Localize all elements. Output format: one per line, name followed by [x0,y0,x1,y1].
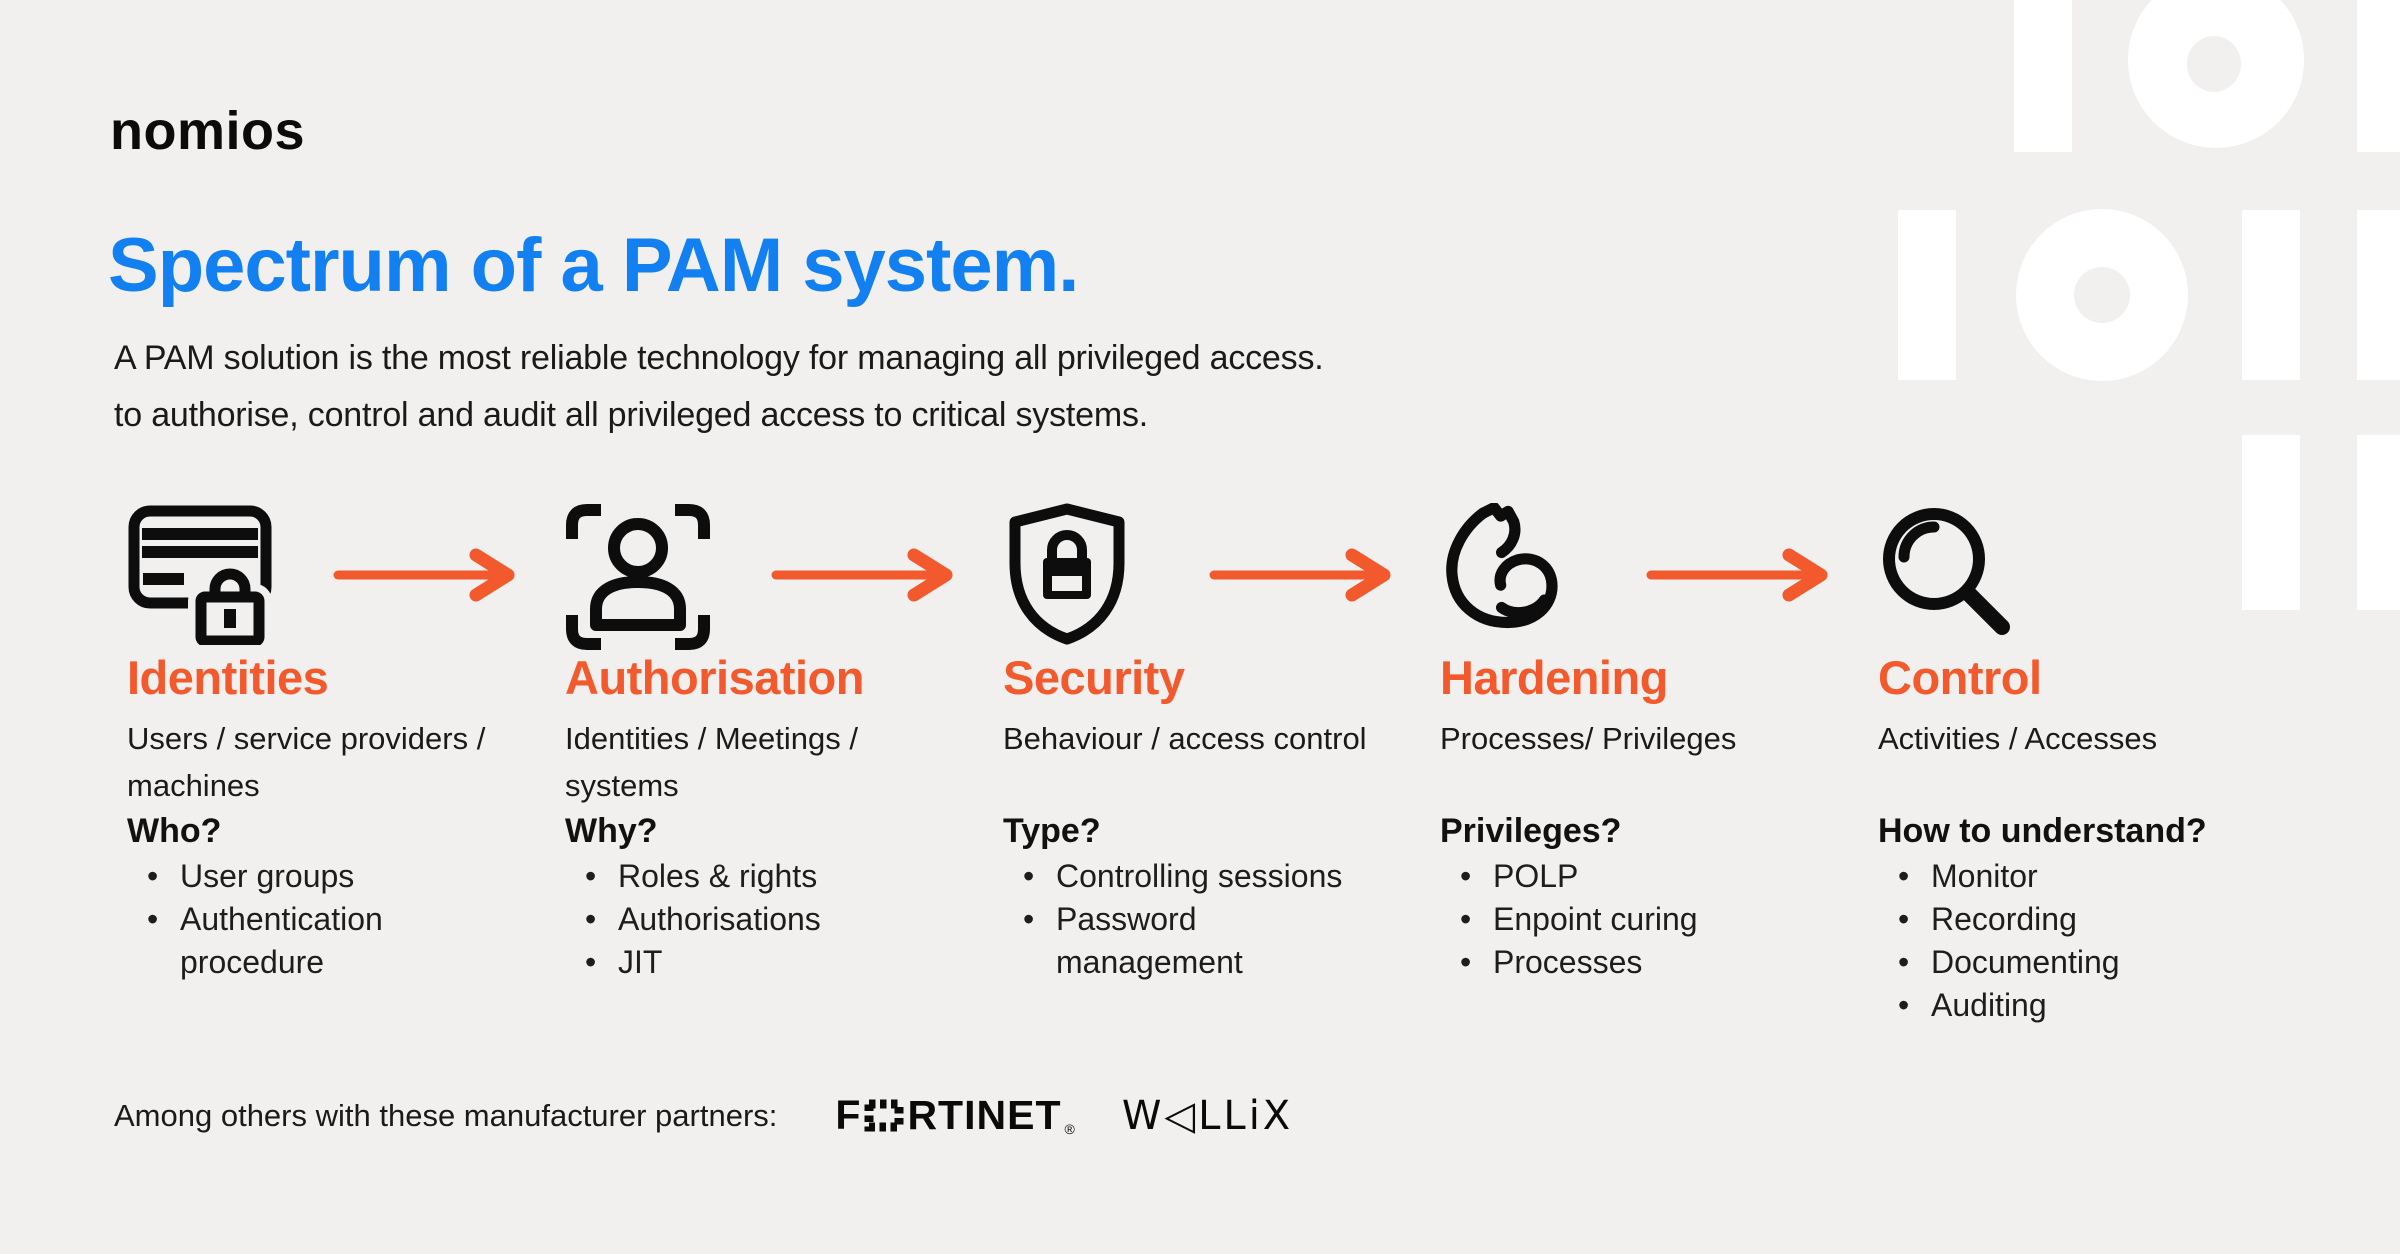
list-item: • Enpoint curing [1460,898,1698,941]
column-heading: Authorisation [565,651,864,704]
partners-label: Among others with these manufacturer par… [114,1097,778,1133]
bullet-icon: • [1898,858,1910,894]
column-description: Processes/ Privileges [1440,721,1737,756]
bullet-label: Monitor [1931,858,2038,894]
column-bullet-list: • POLP • Enpoint curing • Processes [1440,855,1698,984]
bullet-icon: • [147,858,159,894]
list-item: • User groups [147,855,383,898]
column-question: Type? [1003,812,1101,850]
list-item: • Monitor [1898,855,2120,898]
bullet-label: Recording [1931,901,2077,937]
wallix-logo: W◁LLiX [1121,1092,1294,1139]
list-item: • JIT [585,941,821,984]
bullet-icon: • [585,901,597,937]
nomios-logo: nomios [110,101,306,161]
list-item: • Roles & rights [585,855,821,898]
list-item: • Processes [1460,941,1698,984]
bullet-label: User groups [180,858,355,894]
bullet-label: Documenting [1931,944,2120,980]
column-bullet-list: • Controlling sessions • Password manageme… [1003,855,1342,984]
id-card-lock-icon [127,503,273,654]
column-hardening: Hardening Processes/ Privileges Privileg… [1440,502,1860,1123]
fortinet-o-icon [864,1099,904,1132]
column-bullet-list: • User groups • Authentication procedure [127,855,383,984]
column-description: Users / service providers / machines [127,721,486,803]
flow-arrow-icon [771,548,953,602]
bullet-label: Auditing [1931,987,2047,1023]
column-bullet-list: • Monitor • Recording • Documenting • Auditi… [1878,855,2120,1027]
list-item: • Authentication procedure [147,898,383,984]
column-question: How to understand? [1878,812,2207,850]
bullet-icon: • [147,901,159,937]
column-control: Control Activities / Accesses How to und… [1878,503,2298,1123]
list-item: • POLP [1460,855,1698,898]
bullet-icon: • [1460,944,1472,980]
bullet-icon: • [1898,901,1910,937]
column-description: Activities / Accesses [1878,721,2158,756]
flow-arrow-icon [1646,548,1828,602]
fortinet-letters: RTINET [907,1092,1062,1138]
list-item: • Auditing [1898,984,2120,1027]
column-heading: Hardening [1440,651,1668,704]
face-scan-icon [565,503,711,650]
shield-lock-icon [1003,503,1131,648]
flow-arrow-icon [1209,548,1391,602]
bullet-icon: • [1898,987,1910,1023]
column-description: Identities / Meetings / systems [565,721,858,803]
bullet-label: Password management [1056,901,1243,980]
column-heading: Identities [127,651,329,704]
bullet-icon: • [1898,944,1910,980]
bullet-icon: • [1460,901,1472,937]
column-question: Why? [565,812,658,850]
bullet-icon: • [1460,858,1472,894]
bullet-icon: • [1023,901,1035,937]
list-item: • Password management [1023,898,1342,984]
column-description: Behaviour / access control [1003,721,1367,756]
bullet-label: Authorisations [618,901,821,937]
bullet-label: Roles & rights [618,858,818,894]
column-security: Security Behaviour / access control Type… [1003,503,1423,1123]
column-authorisation: Authorisation Identities / Meetings / sy… [565,503,985,1123]
bicep-icon [1440,502,1580,648]
fortinet-letter: F [835,1092,862,1138]
column-identities: Identities Users / service providers / m… [127,503,547,1123]
bullet-icon: • [585,944,597,980]
list-item: • Recording [1898,898,2120,941]
registered-mark: ® [1064,1121,1076,1137]
list-item: • Controlling sessions [1023,855,1342,898]
bullet-label: Enpoint curing [1493,901,1698,937]
column-question: Who? [127,812,222,850]
bullet-label: Authentication procedure [180,901,383,980]
bullet-icon: • [585,858,597,894]
bullet-label: Processes [1493,944,1643,980]
partners-footer: Among others with these manufacturer par… [114,1092,1293,1139]
column-heading: Control [1878,651,2042,704]
magnifier-icon [1878,503,2018,648]
list-item: • Documenting [1898,941,2120,984]
column-heading: Security [1003,651,1185,704]
flow-arrow-icon [333,548,515,602]
fortinet-logo: F RTINET ® [835,1092,1075,1139]
bullet-label: Controlling sessions [1056,858,1343,894]
bullet-label: JIT [618,944,663,980]
page-subtitle: A PAM solution is the most reliable tech… [114,339,1324,434]
page-title: Spectrum of a PAM system. [108,223,1079,308]
bullet-icon: • [1023,858,1035,894]
bullet-label: POLP [1493,858,1579,894]
column-question: Privileges? [1440,812,1622,850]
list-item: • Authorisations [585,898,821,941]
column-bullet-list: • Roles & rights • Authorisations • JIT [565,855,821,984]
binary-pattern-decoration [1898,0,2400,610]
